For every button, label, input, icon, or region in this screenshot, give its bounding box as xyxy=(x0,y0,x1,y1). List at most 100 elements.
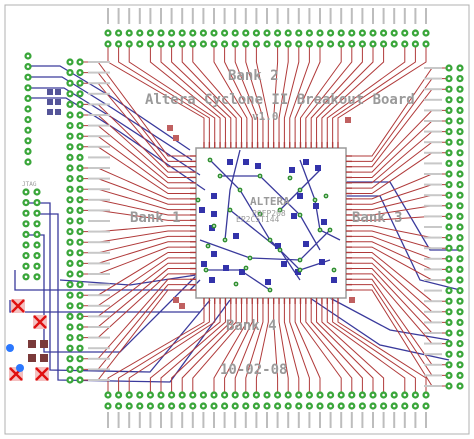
header-pads xyxy=(22,29,464,410)
smd-pad xyxy=(211,193,217,199)
pin-label-mark xyxy=(128,8,131,24)
top-trace xyxy=(160,304,226,395)
top-trace xyxy=(316,44,374,142)
top-trace xyxy=(283,44,300,142)
via-drill xyxy=(299,269,301,271)
smd-pad xyxy=(167,125,173,131)
pin-label-mark xyxy=(424,310,442,313)
pad-drill xyxy=(361,31,364,35)
pad-drill xyxy=(458,109,462,112)
pin-label-mark xyxy=(424,342,442,345)
pin-label-mark xyxy=(244,412,247,428)
pin-label-mark xyxy=(287,8,290,24)
smd-pad xyxy=(295,269,301,275)
pad-drill xyxy=(447,130,451,133)
pad-drill xyxy=(78,113,82,117)
pin-label-mark xyxy=(393,8,396,24)
top-trace xyxy=(332,44,416,142)
pad-drill xyxy=(68,134,72,138)
top-trace xyxy=(149,44,221,142)
pad-drill xyxy=(233,404,237,408)
pin-label-mark xyxy=(170,8,173,24)
pad-drill xyxy=(414,31,417,35)
pad-drill xyxy=(35,254,39,257)
pin-label-mark xyxy=(329,412,332,428)
top-trace xyxy=(160,44,226,142)
pad-drill xyxy=(458,321,462,324)
pad-drill xyxy=(26,54,30,58)
pad-drill xyxy=(233,393,237,397)
top-layer-traces xyxy=(80,44,449,395)
pin-label-mark xyxy=(424,268,442,271)
pin-label-mark xyxy=(424,98,442,101)
pad-drill xyxy=(223,404,226,408)
pad-drill xyxy=(78,336,82,339)
pin-label-mark xyxy=(223,412,226,428)
pin-label-mark xyxy=(117,412,120,428)
via-drill xyxy=(219,175,221,177)
top-trace xyxy=(273,44,279,142)
pin-label-mark xyxy=(361,8,364,24)
pad-drill xyxy=(276,393,279,397)
top-trace xyxy=(278,44,289,142)
pad-drill xyxy=(286,31,290,35)
pad-drill xyxy=(458,172,462,176)
pad-drill xyxy=(318,31,322,35)
pin-label-mark xyxy=(117,8,120,24)
pad-drill xyxy=(244,42,248,46)
smd-pad xyxy=(303,159,309,165)
pin-label-mark xyxy=(424,141,442,144)
pin-label-mark xyxy=(424,151,442,154)
pin-label-mark xyxy=(361,412,364,428)
pad-drill xyxy=(392,393,396,397)
pad-drill xyxy=(424,31,428,35)
pad-drill xyxy=(458,151,462,155)
top-trace xyxy=(289,304,310,395)
pad-drill xyxy=(447,119,451,123)
pad-drill xyxy=(244,404,248,408)
pad-drill xyxy=(24,233,28,236)
pad-drill xyxy=(297,42,301,46)
pin-label-mark xyxy=(107,412,109,428)
chip-part-label: EP2C5T144 xyxy=(236,215,280,224)
pad-drill xyxy=(191,404,195,408)
pin-label-mark xyxy=(308,8,311,24)
pad-drill xyxy=(68,272,72,276)
bottom-trace xyxy=(346,181,460,251)
pad-drill xyxy=(286,393,290,397)
via-drill xyxy=(269,239,271,241)
pad-drill xyxy=(458,363,462,367)
drc-error-cross xyxy=(11,299,25,313)
pad-drill xyxy=(26,97,30,100)
pad-drill xyxy=(392,42,396,46)
pad-drill xyxy=(202,42,205,46)
board-title: Altera Cyclone II Breakout Board xyxy=(145,92,415,108)
pin-label-mark xyxy=(414,412,417,428)
top-trace xyxy=(294,44,321,142)
pin-label-mark xyxy=(424,385,442,387)
pad-drill xyxy=(78,103,82,106)
smd-pad xyxy=(321,219,327,225)
pad-drill xyxy=(78,187,82,191)
pad-drill xyxy=(265,42,269,46)
pad-drill xyxy=(106,404,110,408)
pad-drill xyxy=(350,393,354,397)
pad-drill xyxy=(68,92,72,96)
pin-label-mark xyxy=(88,71,110,74)
pad-drill xyxy=(78,272,82,276)
pad-drill xyxy=(26,128,30,132)
top-trace xyxy=(337,44,427,142)
pad-drill xyxy=(68,368,72,371)
pad-drill xyxy=(297,31,301,35)
pad-drill xyxy=(458,77,462,80)
pad-drill xyxy=(138,42,142,46)
smd-pad xyxy=(209,277,215,283)
pad-drill xyxy=(159,404,163,408)
pin-label-mark xyxy=(88,283,110,286)
pin-label-mark xyxy=(88,251,110,254)
bank-2-label: Bank 2 xyxy=(228,68,279,84)
pad-drill xyxy=(180,42,184,46)
pad-drill xyxy=(127,393,131,397)
pad-drill xyxy=(170,31,173,35)
